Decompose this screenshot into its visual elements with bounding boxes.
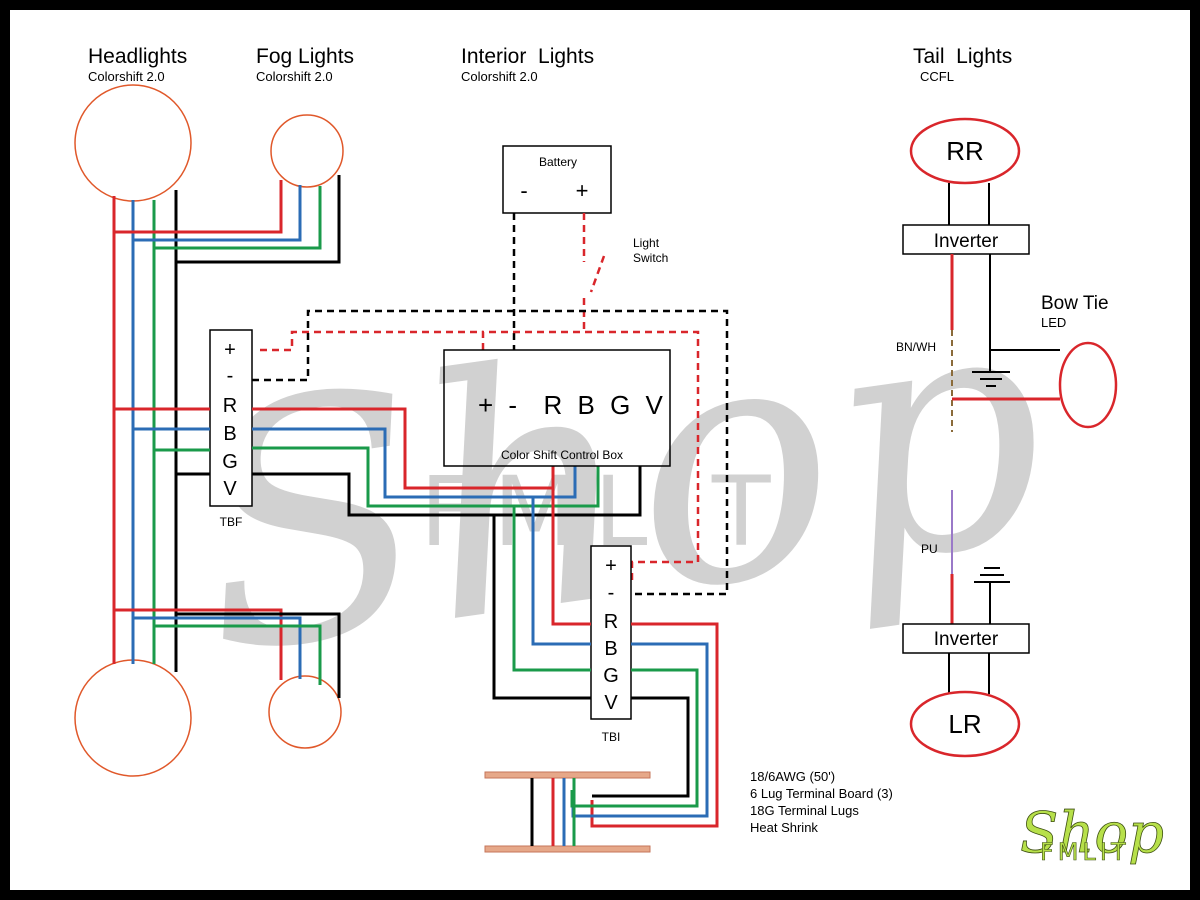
lr-label: LR bbox=[948, 709, 981, 739]
headlight-top-bulb bbox=[74, 84, 192, 202]
terminal-board-interior: + - R B G V TBI bbox=[590, 545, 632, 744]
control-box: + - R B G V Color Shift Control Box bbox=[443, 349, 671, 467]
rr-bulb bbox=[909, 117, 1021, 185]
tbi-pins: + - R B G V bbox=[603, 555, 619, 714]
svg-text:-: - bbox=[227, 365, 234, 387]
light-switch-label-2: Switch bbox=[633, 251, 668, 265]
tbf-pins: + - R B G V bbox=[222, 339, 238, 500]
battery-minus: - bbox=[520, 178, 527, 203]
svg-text:-: - bbox=[608, 582, 615, 604]
svg-text:R: R bbox=[604, 611, 618, 633]
lr-bulb bbox=[909, 690, 1021, 758]
fog-lights-header: Fog Lights Colorshift 2.0 bbox=[256, 45, 354, 84]
kit-item: Heat Shrink bbox=[750, 820, 818, 835]
light-switch: Light Switch bbox=[633, 236, 668, 265]
fog-light-top-bulb bbox=[270, 114, 344, 188]
interior-lights-title: Interior Lights bbox=[461, 45, 595, 68]
kit-contents-list: 18/6AWG (50') 6 Lug Terminal Board (3) 1… bbox=[750, 768, 893, 836]
bow-tie-header: Bow Tie LED bbox=[1041, 293, 1109, 330]
headlights-subtitle: Colorshift 2.0 bbox=[88, 69, 165, 84]
svg-text:B: B bbox=[223, 423, 236, 445]
terminal-board-front: + - R B G V TBF bbox=[209, 329, 253, 529]
fog-light-bottom-bulb bbox=[268, 675, 342, 749]
wire-bn-wh-label: BN/WH bbox=[896, 340, 936, 354]
inverter-top bbox=[902, 224, 1030, 255]
logo-script: Shop bbox=[1020, 801, 1164, 866]
bus-to-tbf-wires bbox=[114, 407, 210, 476]
battery-label: Battery bbox=[539, 155, 577, 169]
bow-tie-title: Bow Tie bbox=[1041, 293, 1109, 314]
headlight-bus-wires bbox=[112, 175, 341, 698]
battery-wires bbox=[252, 213, 729, 596]
inverter-bottom-label: Inverter bbox=[934, 629, 999, 650]
battery: Battery - + bbox=[502, 145, 612, 214]
tbf-to-control-box-wires bbox=[252, 407, 642, 517]
tbf-label: TBF bbox=[220, 515, 243, 529]
light-switch-label-1: Light bbox=[633, 236, 660, 250]
interior-light-strips bbox=[484, 771, 651, 853]
svg-text:V: V bbox=[223, 478, 237, 500]
tail-lights-header: Tail Lights CCFL bbox=[913, 45, 1012, 84]
svg-text:R: R bbox=[223, 395, 237, 417]
svg-text:G: G bbox=[222, 451, 238, 473]
fog-lights-subtitle: Colorshift 2.0 bbox=[256, 69, 333, 84]
headlight-bottom-bulb bbox=[74, 659, 192, 777]
svg-text:+: + bbox=[224, 339, 236, 361]
interior-lights-header: Interior Lights Colorshift 2.0 bbox=[461, 45, 594, 84]
headlights-title: Headlights bbox=[88, 45, 188, 68]
inverter-bottom bbox=[902, 623, 1030, 654]
tail-lights-subtitle: CCFL bbox=[920, 69, 954, 84]
kit-item: 18G Terminal Lugs bbox=[750, 803, 859, 818]
rr-label: RR bbox=[946, 136, 984, 166]
kit-item: 18/6AWG (50') bbox=[750, 769, 836, 784]
bow-tie-led bbox=[1058, 341, 1118, 429]
inverter-top-label: Inverter bbox=[934, 231, 999, 252]
svg-text:+: + bbox=[605, 555, 617, 577]
logo-block: FMLIT bbox=[1040, 838, 1130, 866]
headlights-header: Headlights Colorshift 2.0 bbox=[88, 45, 187, 84]
headlight-bulbs bbox=[74, 84, 344, 777]
control-box-terminals: + - R B G V bbox=[478, 390, 667, 420]
control-box-to-tbi-wires bbox=[492, 488, 591, 700]
kit-item: 6 Lug Terminal Board (3) bbox=[750, 786, 893, 801]
control-box-label: Color Shift Control Box bbox=[501, 448, 623, 462]
shop-fmlit-logo: Shop FMLIT bbox=[1020, 801, 1165, 867]
bow-tie-subtitle: LED bbox=[1041, 315, 1067, 330]
tbi-label: TBI bbox=[602, 730, 621, 744]
wire-pu-label: PU bbox=[921, 542, 938, 556]
fog-lights-title: Fog Lights bbox=[256, 45, 355, 68]
tail-lights: RR Inverter Inverter bbox=[896, 117, 1118, 758]
svg-text:B: B bbox=[604, 638, 617, 660]
battery-plus: + bbox=[576, 178, 589, 203]
interior-lights-subtitle: Colorshift 2.0 bbox=[461, 69, 538, 84]
svg-text:V: V bbox=[604, 692, 618, 714]
svg-text:G: G bbox=[603, 665, 619, 687]
tail-lights-title: Tail Lights bbox=[913, 45, 1013, 68]
